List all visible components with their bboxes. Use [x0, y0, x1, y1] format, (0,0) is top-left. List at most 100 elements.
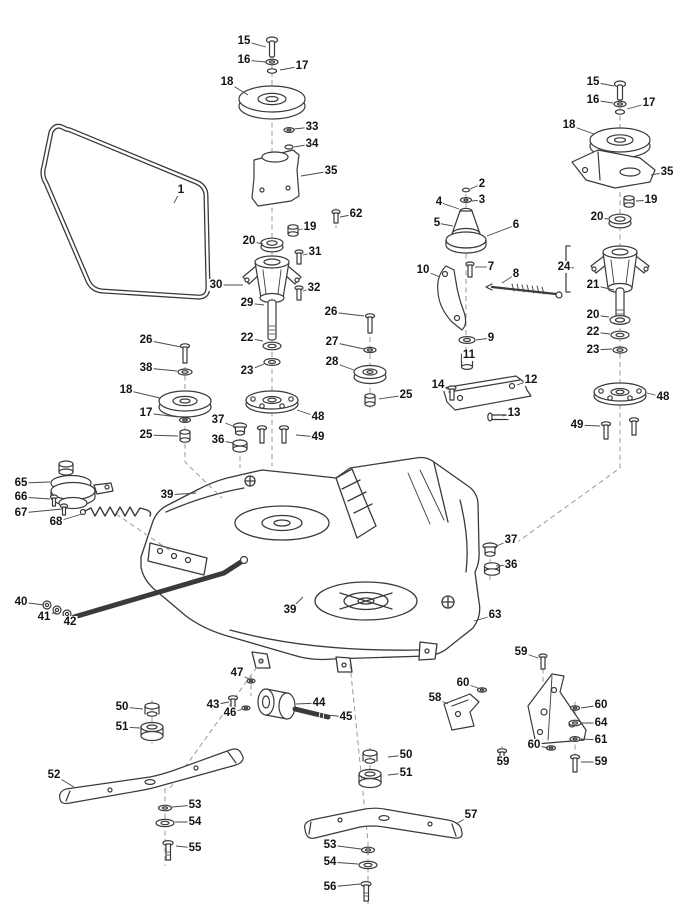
leader-line-23: [592, 348, 613, 351]
blade-bolt-stack-left: [155, 804, 175, 861]
bolt-66: [49, 494, 59, 507]
anti-scalp-wheel-center: [358, 749, 382, 789]
leader-line-52: [53, 774, 75, 788]
leader-line-19: [297, 226, 311, 231]
leader-line-25: [378, 394, 407, 400]
leader-line-62: [339, 213, 357, 218]
left-pulley-assembly: [158, 343, 248, 453]
plate-58: [443, 693, 480, 731]
leader-line-60: [462, 682, 479, 689]
leader-line-51: [121, 726, 141, 729]
bolt-32: [294, 285, 304, 301]
pulley-cup-6: [445, 231, 487, 254]
leader-line-20: [592, 314, 610, 318]
grommet-36-left: [232, 439, 248, 453]
blade-hub-48: [245, 390, 299, 414]
tension-arm-assembly: [437, 187, 563, 422]
leader-line-60: [580, 704, 602, 709]
leader-line-35: [300, 170, 332, 177]
leader-line-44: [295, 702, 320, 705]
leader-line-28: [331, 361, 355, 371]
idler-roller-assembly: [227, 678, 331, 720]
nut-19-right: [623, 195, 635, 208]
washer-17: [266, 68, 278, 74]
mower-deck-shell: [140, 456, 481, 673]
leader-lines: [20, 40, 668, 888]
bolt-67: [59, 503, 69, 516]
leader-line-55: [175, 845, 196, 849]
leader-line-5: [436, 222, 454, 227]
leader-line-65: [20, 481, 51, 484]
leader-line-4: [438, 201, 460, 210]
leader-line-40: [20, 601, 45, 606]
leader-line-49: [295, 434, 319, 438]
leader-line-18: [226, 81, 249, 96]
idler-pulley-center: [353, 313, 387, 407]
bolt-31: [294, 249, 304, 265]
bracket-35: [251, 149, 300, 207]
leader-line-17: [626, 102, 650, 110]
leader-line-36: [217, 439, 234, 444]
leader-line-9: [475, 337, 492, 341]
leader-line-50: [387, 754, 407, 758]
leader-line-22: [246, 337, 264, 342]
bolts-49: [256, 425, 290, 444]
top-spindle-assembly: [238, 36, 341, 444]
nut-25: [364, 393, 376, 407]
roller-44: [257, 688, 296, 720]
anti-scalp-wheel-left: [140, 702, 164, 742]
spindle-housing-24: [590, 245, 650, 294]
leader-line-22: [592, 331, 611, 335]
blade-hub-48-right: [593, 382, 647, 406]
leader-line-15: [592, 81, 615, 87]
leader-line-49: [576, 424, 601, 427]
leader-line-37: [493, 539, 512, 548]
leader-line-48: [296, 409, 319, 418]
leader-line-51: [387, 772, 407, 776]
spring-rod-8: [485, 283, 563, 299]
leader-line-48: [646, 392, 664, 398]
plate-bracket-12: [442, 375, 532, 411]
electromagnetic-clutch: [49, 460, 114, 516]
leader-line-19: [635, 199, 652, 202]
bolt-7: [465, 261, 475, 278]
leader-line-54: [329, 861, 359, 865]
leader-line-26: [145, 339, 182, 348]
blade-bolt-stack-center: [358, 846, 378, 902]
bracket-35-right: [571, 149, 656, 189]
leader-line-15: [243, 40, 267, 48]
leader-line-57: [455, 814, 472, 825]
clutch-spring: [79, 506, 152, 517]
leader-line-33: [293, 126, 313, 130]
leader-line-18: [125, 389, 161, 399]
right-spindle-assembly: [565, 80, 656, 440]
leader-line-47: [236, 672, 250, 680]
range-bracket-24: [565, 245, 571, 293]
shaft-45: [292, 706, 331, 720]
leader-line-31: [302, 251, 316, 256]
washer-17-right: [614, 109, 626, 115]
parts-drawing: [40, 36, 656, 902]
leader-line-18: [568, 124, 595, 135]
bolt-14: [447, 385, 457, 401]
leader-line-20: [596, 216, 609, 220]
leader-line-1: [173, 189, 182, 204]
leader-line-58: [434, 697, 449, 705]
leader-line-41: [43, 611, 57, 618]
leader-line-67: [20, 508, 63, 514]
leader-line-56: [329, 883, 361, 888]
leader-line-16: [243, 59, 267, 63]
leader-line-53: [329, 844, 362, 850]
drive-belt: [40, 123, 211, 300]
leader-line-23: [246, 363, 265, 372]
leader-line-53: [171, 804, 196, 808]
leader-line-34: [293, 143, 313, 148]
leader-line-17: [279, 65, 303, 71]
rear-bracket-assembly: [443, 653, 587, 773]
cap-37-left: [232, 422, 248, 436]
leader-line-29: [246, 302, 265, 306]
spindle-housing-30: [242, 255, 302, 304]
leader-line-2: [469, 183, 483, 190]
